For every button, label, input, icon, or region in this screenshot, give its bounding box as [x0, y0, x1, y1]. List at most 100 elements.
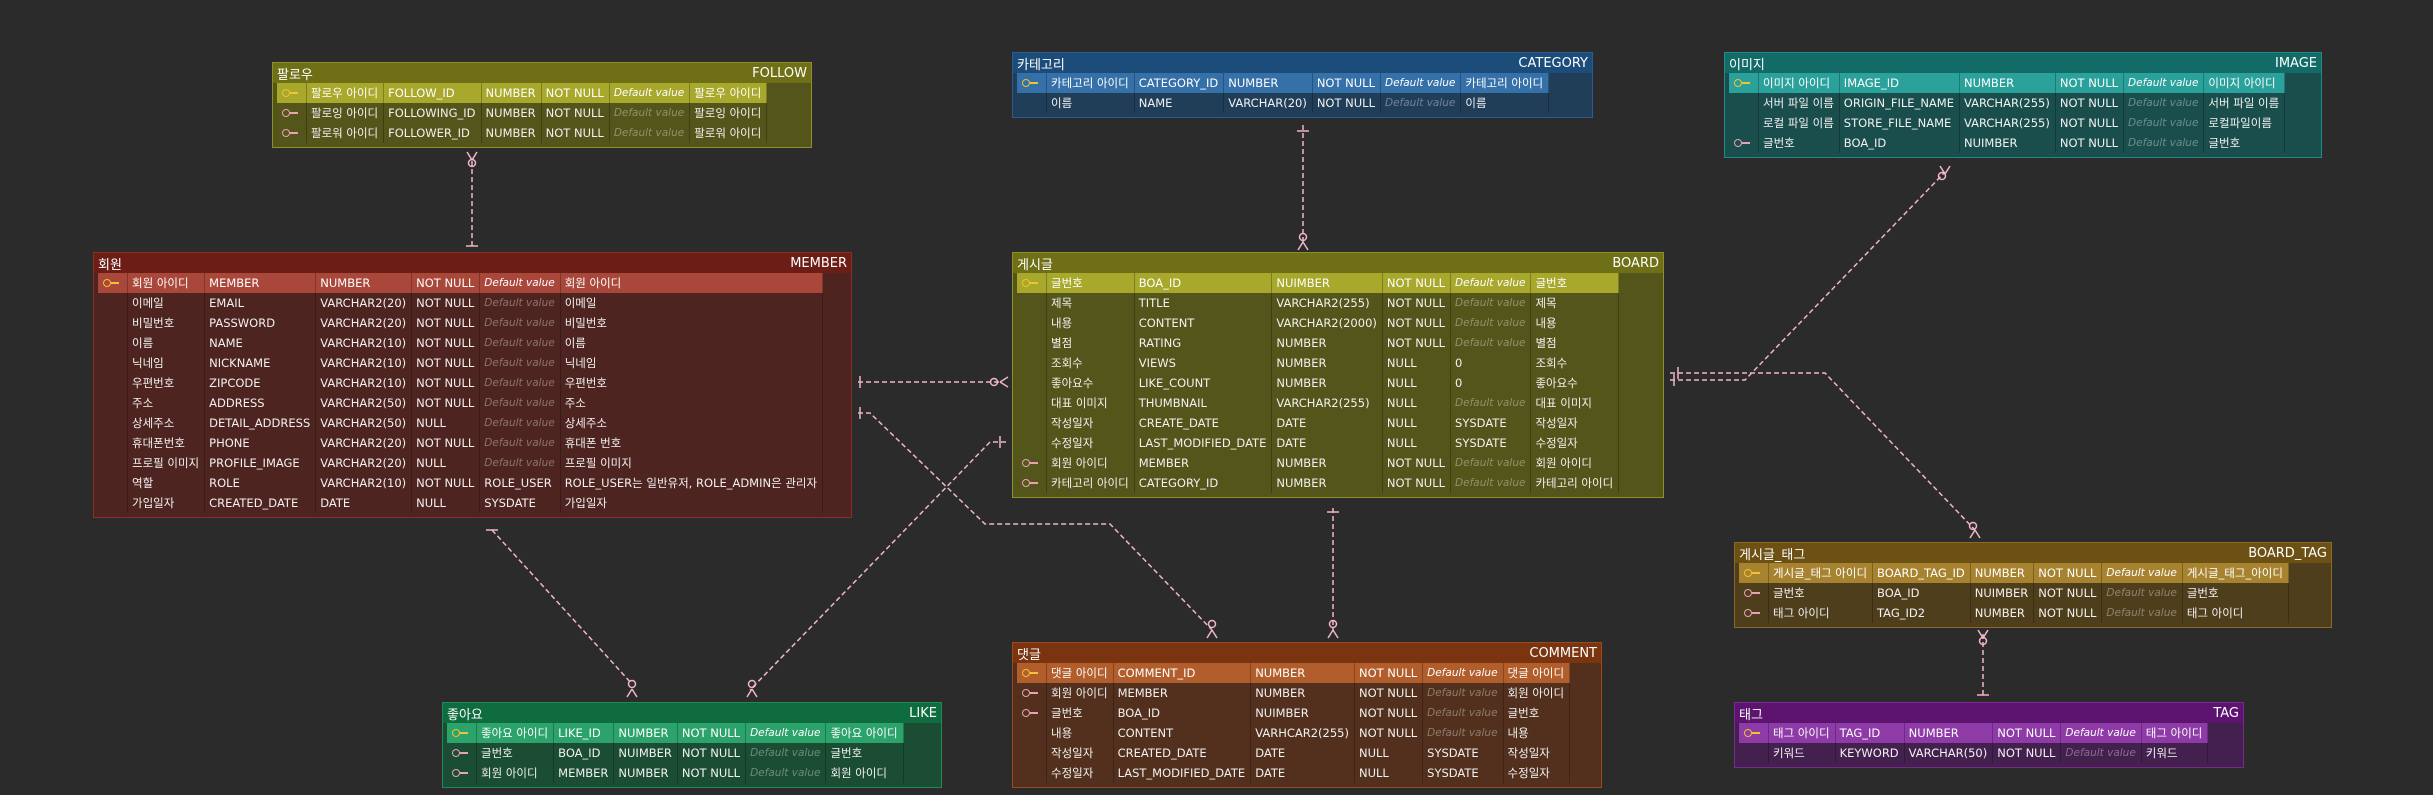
foreign-key-icon [282, 109, 298, 117]
attr-comment: 팔로워 아이디 [690, 123, 768, 143]
attr-comment: ROLE_USER는 일반유저, ROLE_ADMIN은 관리자 [561, 473, 824, 493]
key-cell [1729, 93, 1759, 113]
optional-marker [1328, 619, 1338, 629]
attr-physical: CATEGORY_ID [1135, 73, 1225, 93]
entity-logical-name: 댓글 [1017, 647, 1041, 663]
attr-physical: ADDRESS [205, 393, 317, 413]
attr-comment: 가입일자 [561, 493, 824, 513]
primary-key-icon [1734, 79, 1750, 87]
attr-type: NUMBER [1272, 353, 1383, 373]
attr-comment: 글번호 [1504, 703, 1571, 723]
attr-physical: DETAIL_ADDRESS [205, 413, 317, 433]
entity-physical-name: LIKE [909, 705, 937, 721]
key-cell [98, 273, 128, 293]
attr-default: Default value [480, 453, 561, 473]
crow-foot-mark [1969, 529, 1976, 539]
crow-foot-mark [471, 151, 478, 161]
attr-logical: 상세주소 [128, 413, 206, 433]
attr-nullable: NOT NULL [1313, 73, 1381, 93]
key-cell [1739, 603, 1769, 623]
attr-type: NUMBER [1251, 683, 1355, 703]
attr-nullable: NOT NULL [1383, 333, 1452, 353]
entity-logical-name: 좋아요 [447, 707, 483, 723]
entity-header[interactable]: 좋아요 LIKE [443, 703, 941, 723]
attr-nullable: NOT NULL [2056, 73, 2125, 93]
key-cell [1017, 723, 1047, 743]
attr-type: NUMBER [614, 763, 678, 783]
attr-logical: 작성일자 [1047, 743, 1114, 763]
attr-comment: 비밀번호 [561, 313, 824, 333]
attr-type: VARCHAR2(2000) [1272, 313, 1383, 333]
attr-logical: 수정일자 [1047, 433, 1135, 453]
attr-nullable: NOT NULL [2056, 133, 2125, 153]
attr-logical: 서버 파일 이름 [1759, 93, 1840, 113]
attr-logical: 회원 아이디 [128, 273, 206, 293]
attr-nullable: NULL [1383, 393, 1452, 413]
attr-default: Default value [1451, 393, 1532, 413]
